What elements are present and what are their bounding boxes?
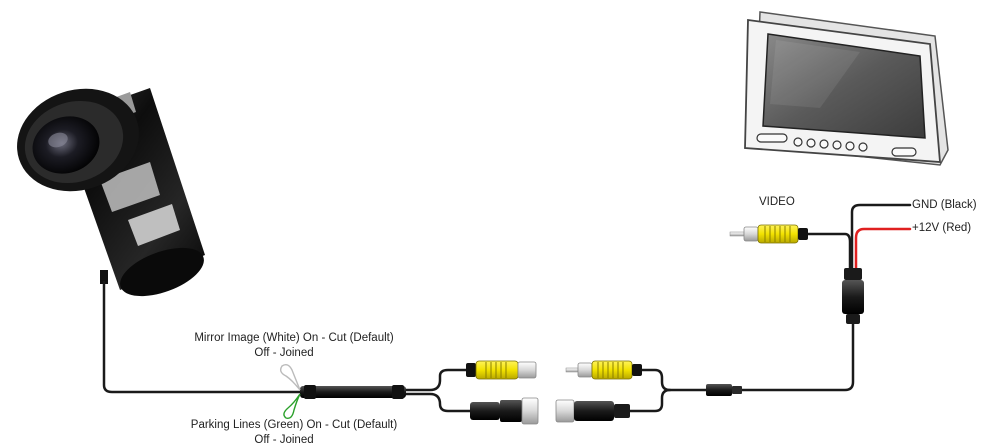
power-connector-block bbox=[842, 268, 864, 324]
cable-harness bbox=[102, 203, 912, 413]
power-label: +12V (Red) bbox=[912, 222, 972, 234]
video-label: VIDEO bbox=[759, 196, 795, 208]
rca-female-connector bbox=[466, 360, 537, 380]
din-female-connector bbox=[470, 397, 539, 425]
inline-connector bbox=[706, 384, 742, 396]
gnd-label: GND (Black) bbox=[912, 199, 977, 211]
din-male-connector bbox=[555, 399, 630, 423]
camera-icon bbox=[17, 88, 205, 297]
mirror-image-sublabel: Off - Joined bbox=[254, 347, 314, 359]
splitter-sleeve bbox=[300, 385, 406, 399]
monitor-icon bbox=[744, 11, 949, 166]
video-rca-connector bbox=[729, 224, 808, 244]
mirror-image-loop bbox=[279, 363, 301, 420]
parking-lines-label: Parking Lines (Green) On - Cut (Default) bbox=[190, 419, 398, 431]
mirror-image-label: Mirror Image (White) On - Cut (Default) bbox=[194, 332, 394, 344]
rca-male-connector bbox=[565, 360, 642, 380]
power-wire bbox=[854, 227, 912, 272]
parking-lines-sublabel: Off - Joined bbox=[254, 434, 314, 446]
